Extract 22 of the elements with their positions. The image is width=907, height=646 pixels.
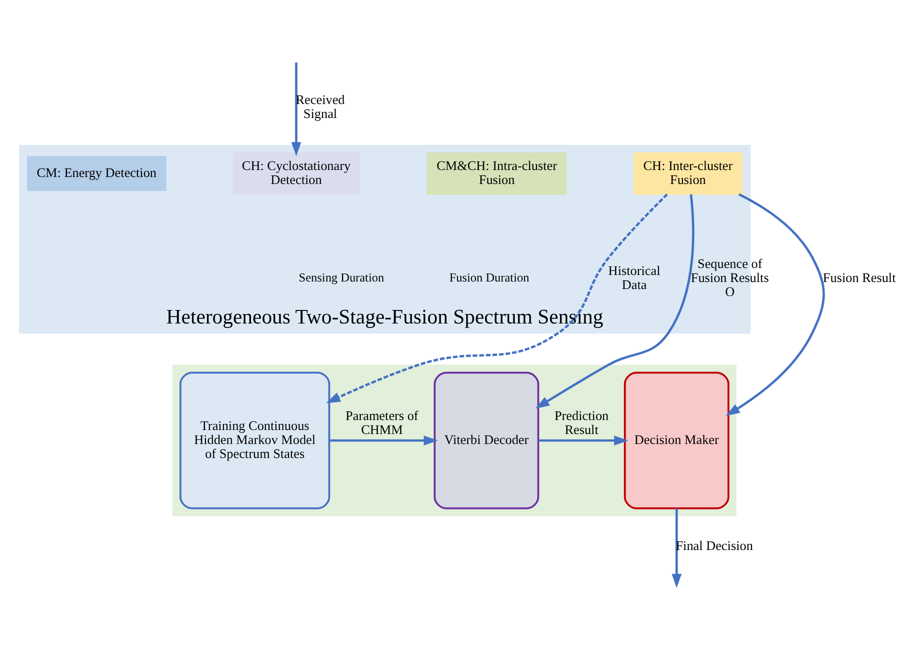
node-box: Viterbi Decoder [434,371,540,509]
arrow [291,62,302,156]
arrow [326,193,668,403]
edge-label: Historical Data [608,262,660,292]
node-box: CH: Inter-cluster Fusion [633,152,743,194]
arrow [329,435,438,445]
edge-label: Sequence of Fusion Results O [690,255,769,299]
node-box: Training Continuous Hidden Markov Model of Spectrum States [180,371,330,509]
edge-label: Prediction Result [554,407,609,437]
node-box: CH: Cyclostationary Detection [232,152,360,194]
node-box: CM&CH: Intra-cluster Fusion [426,152,567,194]
cluster [172,364,736,516]
label: Fusion Duration [449,270,530,284]
edge-label: Parameters of CHMM [346,407,418,437]
arrow [538,435,628,445]
arrow [726,192,825,416]
node-box: Decision Maker [624,371,730,509]
arrow [672,508,682,588]
node-box: CM: Energy Detection [26,156,166,190]
arrow [535,194,694,408]
edge-label: Fusion Result [822,270,896,285]
label: Sensing Duration [298,270,384,284]
